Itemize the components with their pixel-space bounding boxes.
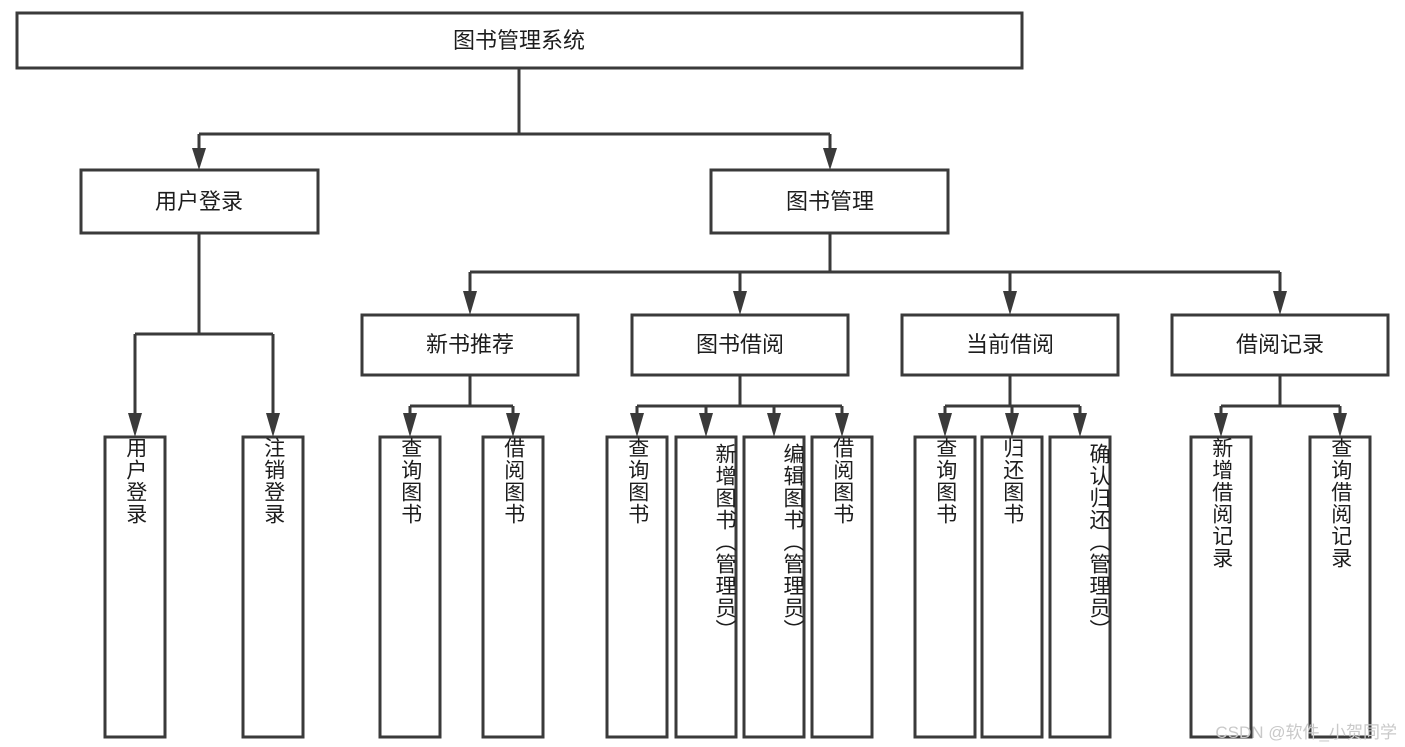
node-borrow-record[interactable]: 借阅记录: [1170, 313, 1390, 377]
arrow-book-borrow: [733, 291, 747, 315]
node-root-book-management-system[interactable]: 图书管理系统: [15, 11, 1024, 70]
node-new-book-recommend[interactable]: 新书推荐: [360, 313, 580, 377]
current-borrow-box[interactable]: [900, 313, 1120, 377]
leaf-box-user-login-0[interactable]: [103, 435, 167, 739]
leaf-box-new-book-1[interactable]: [481, 435, 545, 739]
leaf-box-borrow-record-0[interactable]: [1189, 435, 1253, 739]
arrow-leaf-book-borrow-0: [630, 413, 644, 437]
arrow-leaf-current-borrow-0: [938, 413, 952, 437]
borrow-record-label: 借阅记录: [1236, 332, 1324, 357]
arrow-book-management: [823, 148, 837, 170]
node-current-borrow[interactable]: 当前借阅: [900, 313, 1120, 377]
node-user-login[interactable]: 用户登录: [79, 168, 320, 235]
arrow-leaf-current-borrow-2: [1073, 413, 1087, 437]
arrow-user-login: [192, 148, 206, 170]
book-management-label: 图书管理: [786, 189, 874, 214]
leaf-box-book-borrow-1[interactable]: [674, 435, 738, 739]
book-borrow-label: 图书借阅: [696, 332, 784, 357]
leaf-box-user-login-1[interactable]: [241, 435, 305, 739]
root-label: 图书管理系统: [453, 28, 585, 53]
root-box[interactable]: [15, 11, 1024, 70]
borrow-record-box[interactable]: [1170, 313, 1390, 377]
leaf-box-current-borrow-2[interactable]: [1048, 435, 1112, 739]
arrow-leaf-book-borrow-2: [767, 413, 781, 437]
new-book-recommend-box[interactable]: [360, 313, 580, 377]
csdn-watermark: CSDN @软件_小贺同学: [1215, 723, 1397, 742]
leaf-box-new-book-0[interactable]: [378, 435, 442, 739]
arrow-leaf-borrow-record-0: [1214, 413, 1228, 437]
user-login-label: 用户登录: [155, 189, 243, 214]
leaf-box-current-borrow-1[interactable]: [980, 435, 1044, 739]
arrow-current-borrow: [1003, 291, 1017, 315]
arrow-leaf-user-login-1: [266, 413, 280, 437]
leaf-box-borrow-record-1[interactable]: [1308, 435, 1372, 739]
arrow-leaf-current-borrow-1: [1005, 413, 1019, 437]
current-borrow-label: 当前借阅: [966, 332, 1054, 357]
leaf-box-book-borrow-2[interactable]: [742, 435, 806, 739]
leaf-box-book-borrow-0[interactable]: [605, 435, 669, 739]
node-book-borrow[interactable]: 图书借阅: [630, 313, 850, 377]
node-book-management[interactable]: 图书管理: [709, 168, 950, 235]
leaf-box-current-borrow-0[interactable]: [913, 435, 977, 739]
book-borrow-box[interactable]: [630, 313, 850, 377]
leaf-box-book-borrow-3[interactable]: [810, 435, 874, 739]
new-book-recommend-label: 新书推荐: [426, 332, 514, 357]
arrow-borrow-record: [1273, 291, 1287, 315]
arrow-new-book: [463, 291, 477, 315]
arrow-leaf-borrow-record-1: [1333, 413, 1347, 437]
arrow-leaf-book-borrow-1: [699, 413, 713, 437]
arrow-leaf-user-login-0: [128, 413, 142, 437]
arrow-leaf-book-borrow-3: [835, 413, 849, 437]
arrow-leaf-new-book-1: [506, 413, 520, 437]
book-management-box[interactable]: [709, 168, 950, 235]
arrow-leaf-new-book-0: [403, 413, 417, 437]
